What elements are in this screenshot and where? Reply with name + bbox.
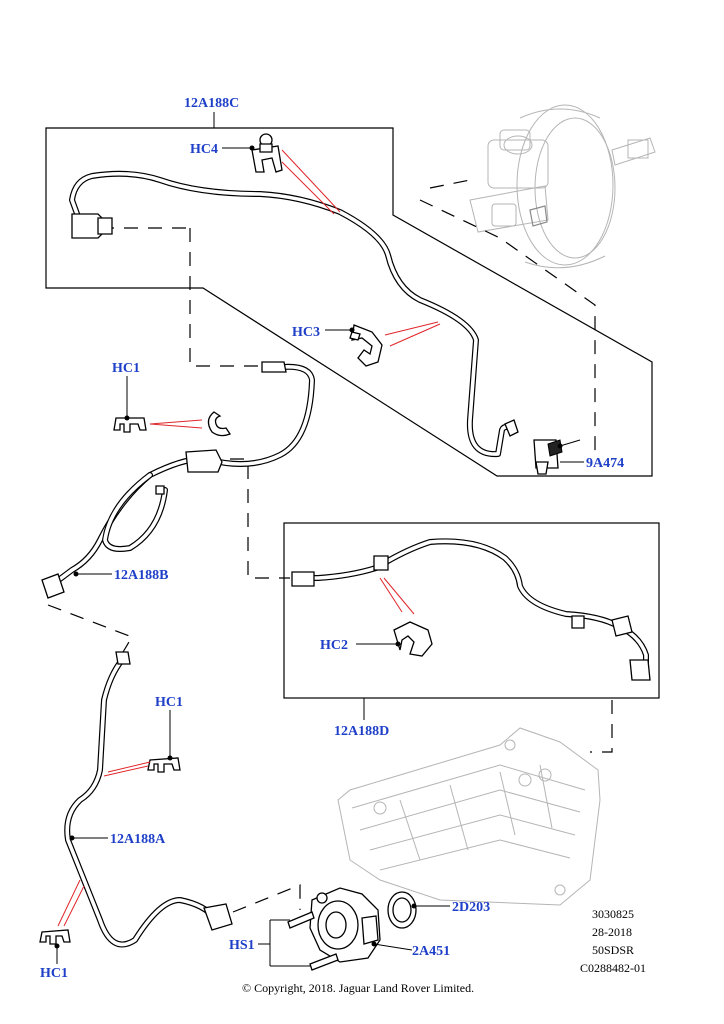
reference-line-3: 50SDSR (592, 943, 634, 957)
callout-12a188d: 12A188D (334, 724, 389, 739)
screws-hs1[interactable] (287, 911, 339, 971)
brake-booster-ghost (469, 104, 656, 269)
callout-2d203: 2D203 (452, 900, 490, 915)
clip-hc1-lower[interactable] (39, 929, 71, 945)
clip-hc4[interactable] (251, 133, 283, 173)
clip-hc1-upper[interactable] (113, 417, 147, 433)
frame-12a188c (45, 127, 653, 477)
clip-ring-loose[interactable] (207, 411, 231, 437)
callout-9a474: 9A474 (586, 456, 624, 471)
clip-hc3[interactable] (349, 324, 383, 367)
engine-cover-ghost (337, 727, 601, 906)
clip-leader-lines (57, 149, 441, 927)
connection-dashes (47, 179, 613, 913)
callout-hs1: HS1 (229, 938, 255, 953)
callout-2a451: 2A451 (412, 944, 450, 959)
pipe-12a188d[interactable] (291, 538, 651, 681)
reference-line-1: 3030825 (592, 907, 634, 921)
callout-hc1-lower: HC1 (40, 966, 68, 981)
pipe-12a188a[interactable] (64, 651, 233, 948)
callout-leader-lines (54, 112, 584, 967)
reference-line-4: C0288482-01 (580, 961, 646, 975)
callout-hc2: HC2 (320, 638, 348, 653)
callout-hc1-middle: HC1 (155, 695, 183, 710)
vacuum-pump-2a451[interactable] (309, 887, 381, 963)
callout-12a188b: 12A188B (114, 568, 168, 583)
clip-hc1-middle[interactable] (147, 757, 181, 773)
callout-hc1-upper: HC1 (112, 361, 140, 376)
copyright-notice: © Copyright, 2018. Jaguar Land Rover Lim… (242, 981, 474, 995)
callout-hc4: HC4 (190, 142, 218, 157)
callout-hc3: HC3 (292, 325, 320, 340)
callout-12a188c: 12A188C (184, 96, 239, 111)
seal-2d203[interactable] (387, 891, 417, 929)
clip-hc2[interactable] (393, 621, 433, 657)
reference-line-2: 28-2018 (592, 925, 632, 939)
callout-12a188a: 12A188A (110, 832, 166, 847)
pipe-12a188c[interactable] (69, 170, 519, 458)
pipe-12a188b[interactable] (41, 361, 315, 599)
frame-12a188d (283, 522, 660, 699)
